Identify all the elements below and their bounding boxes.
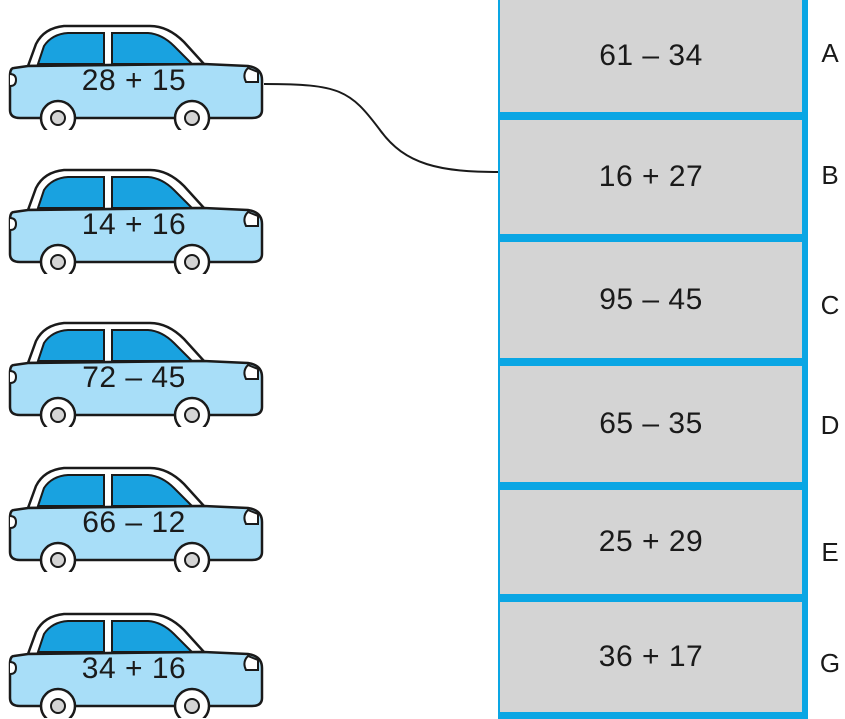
car-5[interactable]: 34 + 16 xyxy=(0,596,270,706)
garage xyxy=(498,0,810,719)
car-3[interactable]: 72 – 45 xyxy=(0,305,270,415)
slot-expression: 36 + 17 xyxy=(598,640,704,673)
slot-g[interactable]: 36 + 17 xyxy=(500,602,802,712)
slot-expression: 25 + 29 xyxy=(598,525,704,558)
car-4[interactable]: 66 – 12 xyxy=(0,450,270,560)
car-expression: 14 + 16 xyxy=(81,208,187,241)
slot-divider xyxy=(500,712,802,719)
slot-divider xyxy=(500,594,802,602)
slot-divider xyxy=(500,358,802,366)
slot-expression: 95 – 45 xyxy=(599,283,703,316)
car-expression: 28 + 15 xyxy=(81,64,187,97)
slot-letter-e: E xyxy=(821,537,839,567)
slot-divider xyxy=(500,234,802,242)
slot-expression: 65 – 35 xyxy=(599,407,703,440)
slot-c[interactable]: 95 – 45 xyxy=(500,242,802,358)
slot-expression: 61 – 34 xyxy=(599,39,703,72)
car-expression: 34 + 16 xyxy=(81,652,187,685)
car-expression: 72 – 45 xyxy=(82,361,186,394)
garage-wall xyxy=(802,0,808,719)
slot-letter-c: C xyxy=(820,290,840,320)
slot-letter-g: G xyxy=(819,648,841,678)
car-expression: 66 – 12 xyxy=(82,506,186,539)
slot-e[interactable]: 25 + 29 xyxy=(500,490,802,594)
slot-letter-a: A xyxy=(821,38,839,68)
car-1[interactable]: 28 + 15 xyxy=(0,8,270,118)
slot-letter-b: B xyxy=(821,160,839,190)
slot-divider xyxy=(500,112,802,120)
slot-expression: 16 + 27 xyxy=(598,160,704,193)
slot-a[interactable]: 61 – 34 xyxy=(500,0,802,112)
slot-b[interactable]: 16 + 27 xyxy=(500,120,802,234)
car-2[interactable]: 14 + 16 xyxy=(0,152,270,262)
slot-d[interactable]: 65 – 35 xyxy=(500,366,802,482)
slot-divider xyxy=(500,482,802,490)
slot-letter-d: D xyxy=(820,410,840,440)
